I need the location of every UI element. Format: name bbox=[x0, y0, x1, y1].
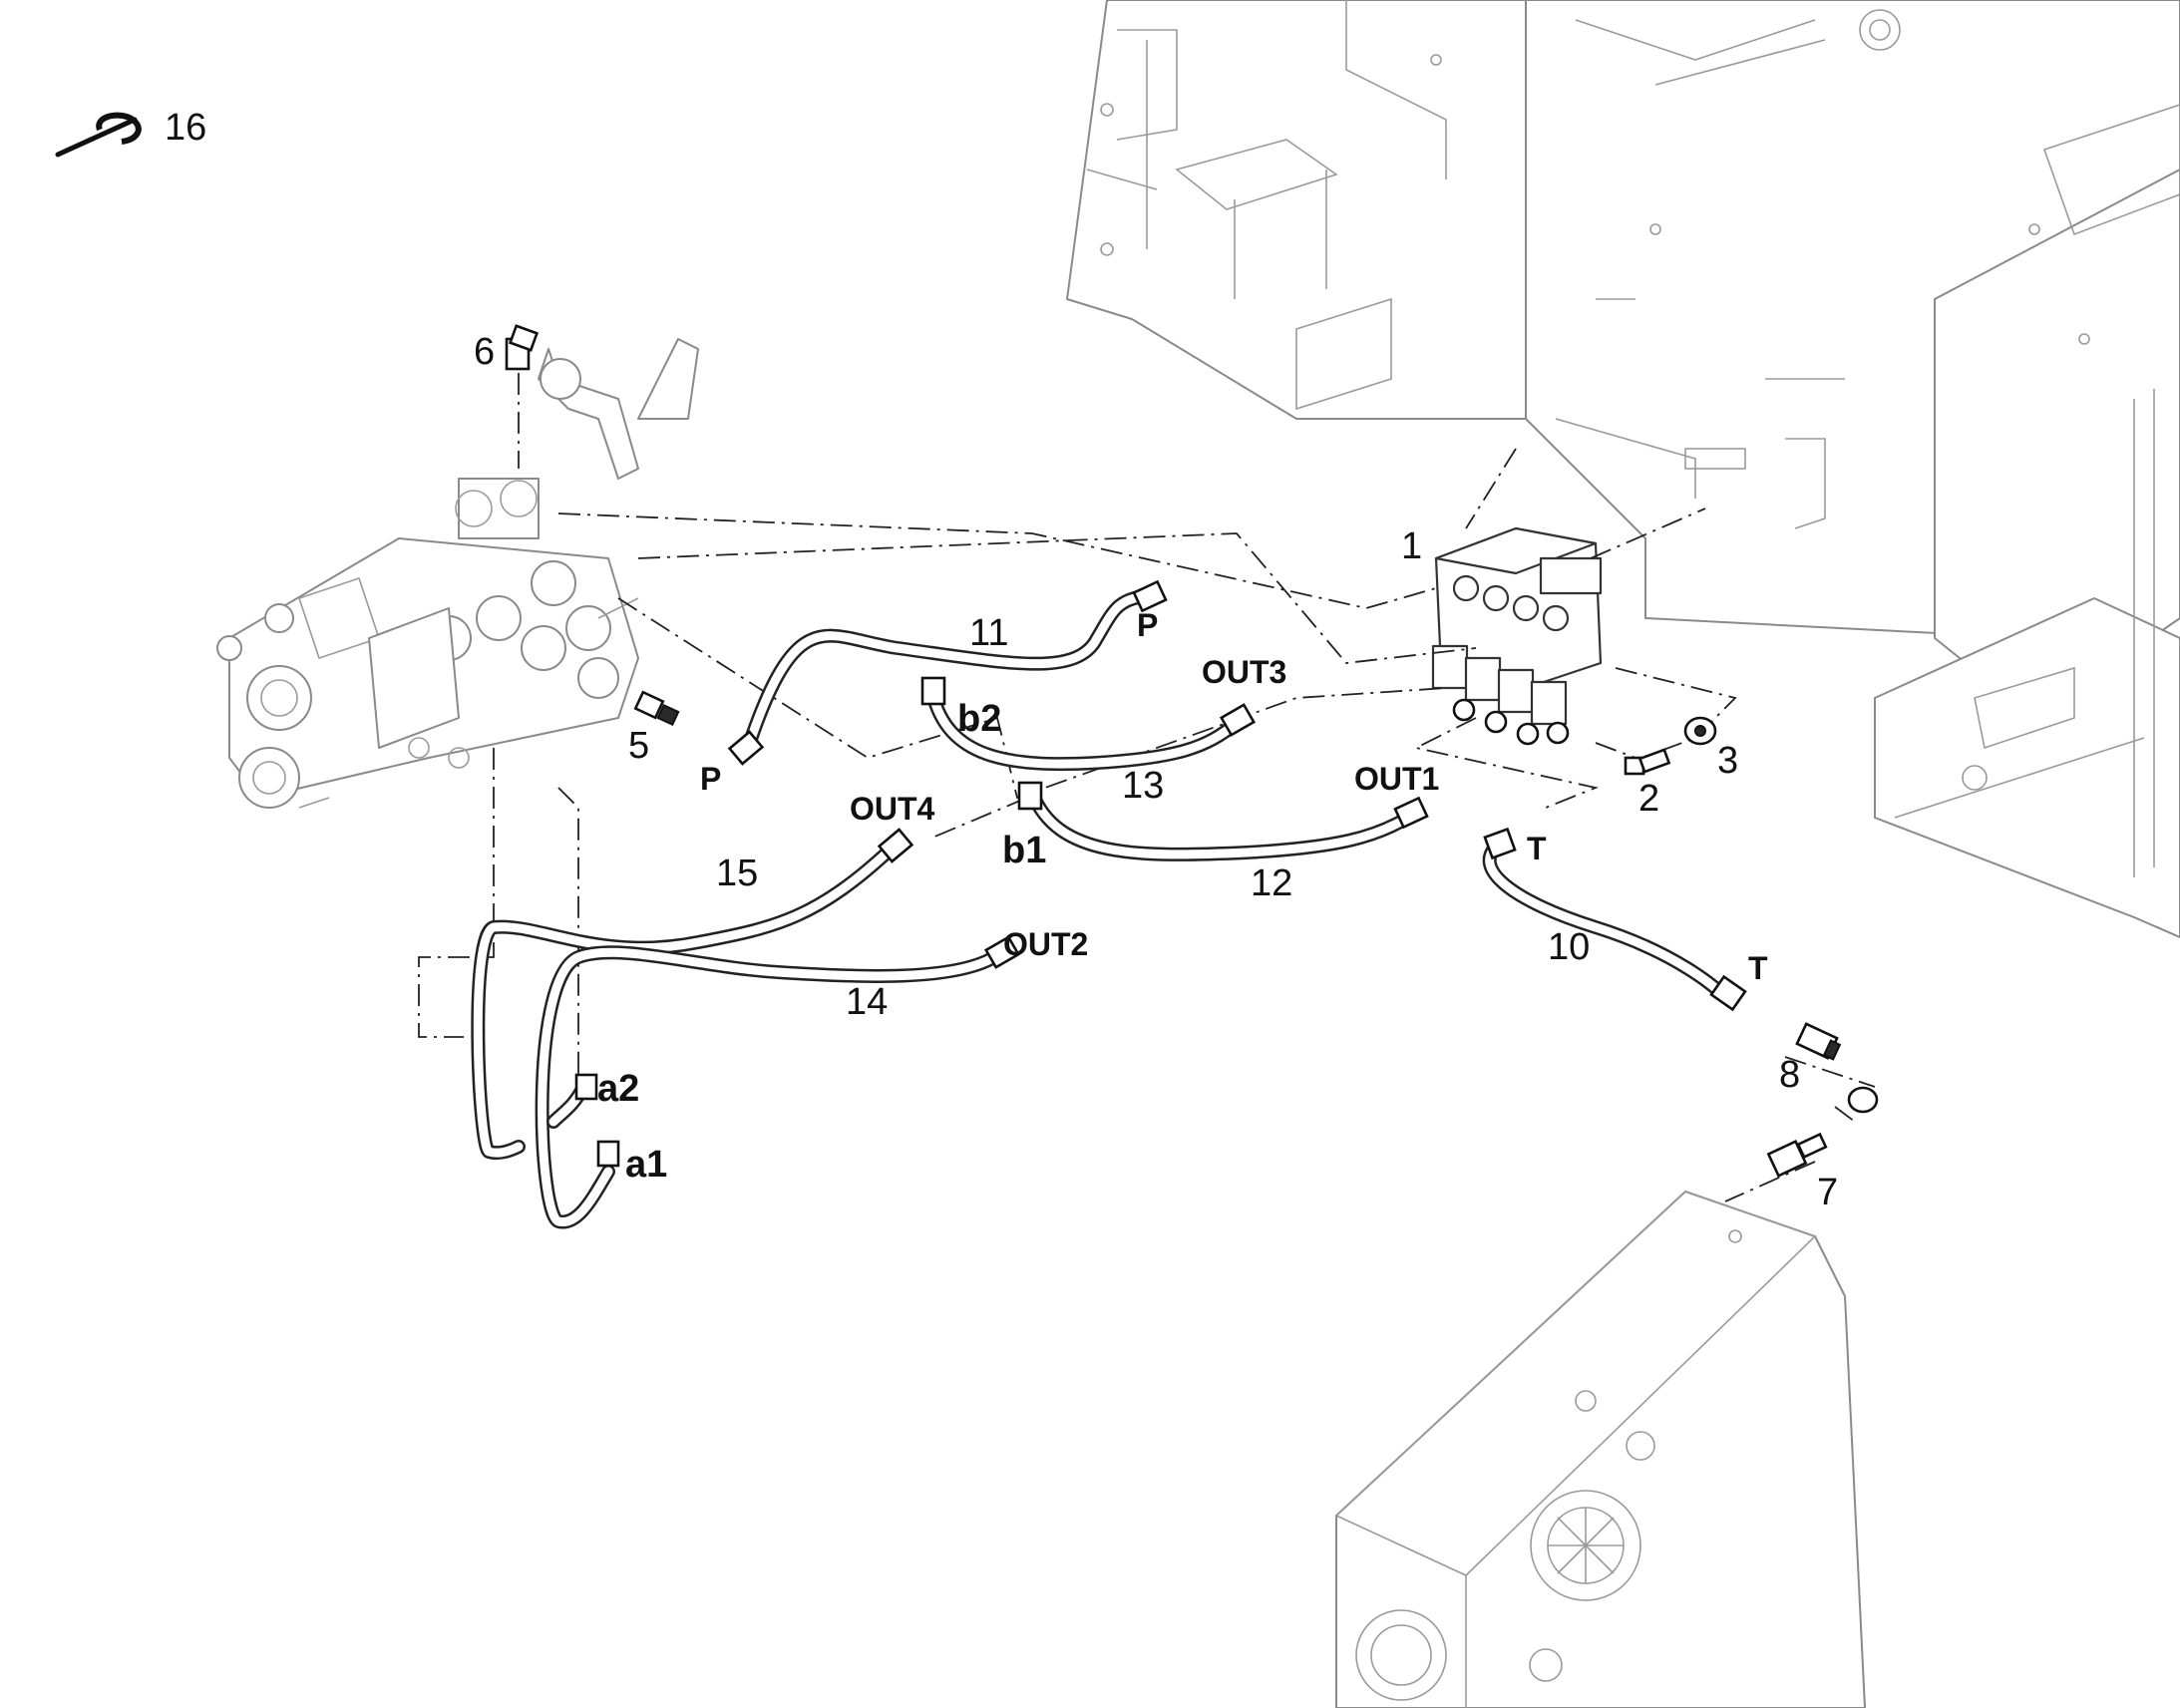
callout-6: 6 bbox=[474, 331, 495, 373]
callout-12: 12 bbox=[1251, 862, 1292, 904]
callout-1: 1 bbox=[1401, 525, 1422, 567]
callout-2: 2 bbox=[1638, 778, 1659, 820]
hose-14 bbox=[535, 945, 1004, 1229]
solenoid-valve-block bbox=[1431, 526, 1603, 746]
washer-3 bbox=[1683, 716, 1717, 746]
chassis-frame bbox=[1066, 0, 2180, 938]
callout-5: 5 bbox=[628, 725, 649, 767]
callout-7: 7 bbox=[1817, 1172, 1838, 1213]
fitting-7 bbox=[1766, 1086, 1879, 1178]
bolt-2 bbox=[1624, 748, 1671, 776]
callout-3: 3 bbox=[1717, 740, 1738, 782]
hose-12 bbox=[1025, 786, 1418, 861]
callout-11: 11 bbox=[969, 612, 1008, 654]
cable-tie-16 bbox=[55, 112, 142, 158]
callout-8: 8 bbox=[1779, 1054, 1800, 1096]
port-label-b2: b2 bbox=[957, 698, 1001, 740]
hose-15 bbox=[471, 841, 900, 1161]
hose-10 bbox=[1482, 836, 1732, 1004]
fitting-5 bbox=[633, 690, 680, 727]
callout-10: 10 bbox=[1548, 926, 1590, 968]
leader-lines bbox=[418, 334, 1876, 1202]
port-label-out3: OUT3 bbox=[1202, 654, 1286, 690]
fitting-8 bbox=[1795, 1022, 1842, 1061]
port-label-out2: OUT2 bbox=[1003, 926, 1088, 962]
port-label-out1: OUT1 bbox=[1354, 761, 1439, 797]
port-label-a1: a1 bbox=[625, 1144, 667, 1186]
main-control-valve bbox=[216, 338, 699, 809]
port-label-t-bottom: T bbox=[1748, 950, 1768, 986]
callout-13: 13 bbox=[1122, 765, 1164, 807]
hose-13 bbox=[925, 686, 1244, 772]
port-label-b1: b1 bbox=[1002, 830, 1046, 871]
hose-fittings bbox=[574, 579, 1747, 1168]
port-label-p-left: P bbox=[700, 761, 721, 797]
callout-14: 14 bbox=[846, 981, 888, 1023]
hydraulic-tank bbox=[1334, 1191, 1866, 1708]
callout-15: 15 bbox=[716, 853, 758, 894]
hose-11 bbox=[741, 589, 1154, 755]
port-label-out4: OUT4 bbox=[850, 791, 935, 827]
fitting-6 bbox=[505, 324, 540, 371]
port-label-p-right: P bbox=[1137, 607, 1158, 643]
port-label-a2: a2 bbox=[597, 1068, 639, 1110]
callout-16: 16 bbox=[165, 107, 206, 149]
port-label-t-top: T bbox=[1527, 831, 1547, 866]
